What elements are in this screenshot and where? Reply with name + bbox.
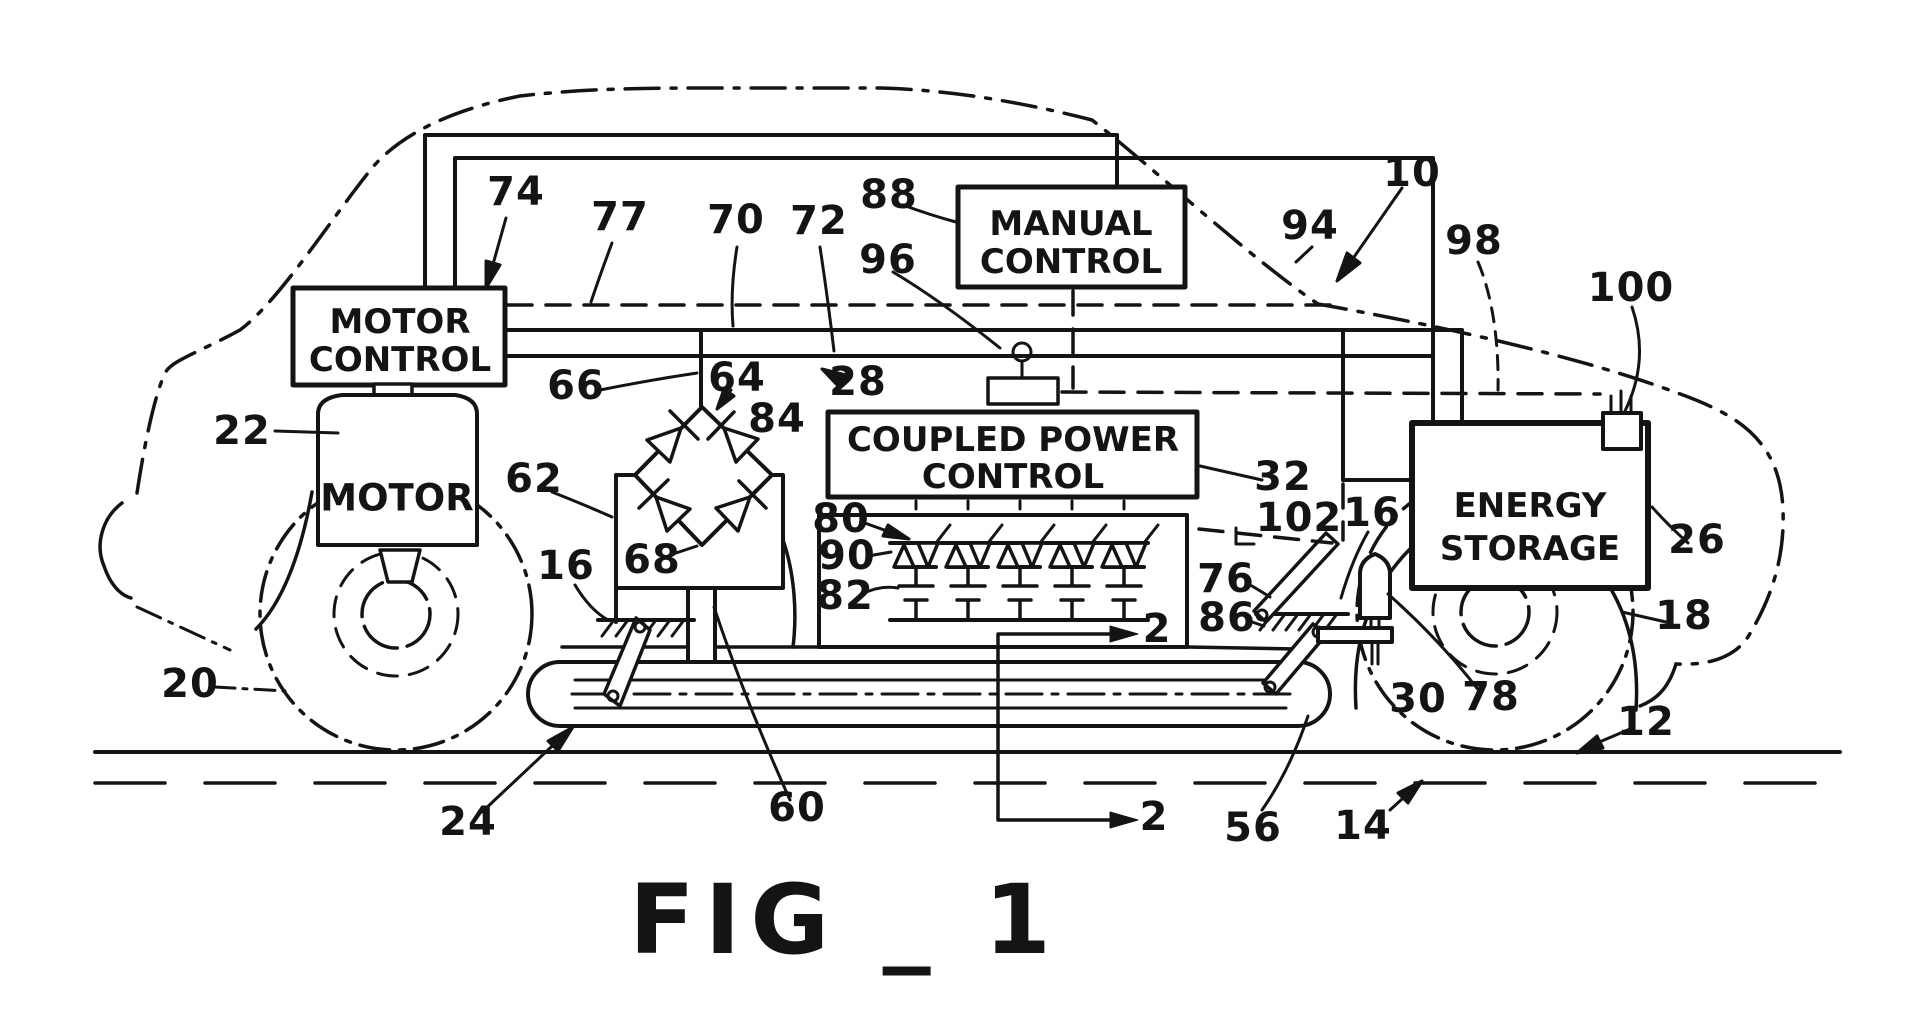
ref-label-18: 18	[1655, 593, 1713, 639]
section-line-2-2	[996, 625, 1139, 829]
energy-storage-label-line2: STORAGE	[1439, 529, 1621, 569]
ref-label-28: 28	[829, 359, 887, 405]
pickup-actuator-30	[1316, 552, 1394, 666]
thyristor-cell	[892, 499, 952, 622]
ref-label-64: 64	[708, 355, 766, 401]
ref-label-86: 86	[1198, 595, 1256, 641]
ref-label-16-rear: 16	[1343, 490, 1401, 536]
power-wiring	[423, 133, 1464, 482]
ref-label-14: 14	[1334, 803, 1392, 849]
ground-line	[93, 750, 1842, 785]
ref-label-16-front: 16	[537, 543, 595, 589]
ref-label-66: 66	[547, 363, 605, 409]
ref-label-2-lower: 2	[1139, 794, 1169, 840]
bridge-diode-icons	[637, 409, 768, 533]
coupled-power-control-box	[825, 409, 1200, 500]
ref-label-76: 76	[1197, 556, 1255, 602]
thyristor-cell	[996, 499, 1056, 622]
ref-label-2-upper: 2	[1142, 606, 1172, 652]
ref-label-98: 98	[1445, 218, 1503, 264]
ref-label-22: 22	[213, 408, 271, 454]
coupled-power-control-label-line1: COUPLED POWER	[846, 420, 1180, 460]
ref-label-10: 10	[1383, 150, 1441, 196]
control-wiring-dashed	[506, 289, 1602, 545]
ref-label-96: 96	[859, 237, 917, 283]
conductor-rail	[526, 634, 1332, 728]
thyristor-cell	[1048, 499, 1108, 622]
motor-label: MOTOR	[320, 476, 474, 520]
ref-label-24: 24	[439, 799, 497, 845]
figure-caption: FIG _ 1	[629, 864, 1061, 976]
motor-control-label-line1: MOTOR	[329, 302, 471, 342]
ref-label-80: 80	[812, 496, 870, 542]
ref-label-77: 77	[591, 194, 649, 240]
manual-control-label-line2: CONTROL	[979, 242, 1163, 282]
ref-label-102: 102	[1255, 495, 1343, 541]
thyristor-bank-cells	[888, 499, 1160, 622]
component-boxes	[290, 184, 1651, 649]
ref-label-60: 60	[768, 785, 826, 831]
thyristor-cell	[944, 499, 1004, 622]
motor-housing	[316, 393, 479, 547]
ref-label-12: 12	[1617, 699, 1675, 745]
ref-label-68: 68	[623, 537, 681, 583]
manual-control-label-line1: MANUAL	[989, 204, 1153, 244]
ref-label-94: 94	[1281, 203, 1339, 249]
leader-lines	[213, 186, 1690, 814]
control-knob-96	[986, 341, 1060, 406]
bridge-rectifier	[614, 405, 797, 664]
ref-label-32: 32	[1254, 454, 1312, 500]
ref-label-62: 62	[505, 456, 563, 502]
ref-label-30: 30	[1389, 676, 1447, 722]
manual-control-box	[955, 184, 1188, 290]
thyristor-cell	[1100, 499, 1160, 622]
left-pickup-lever	[602, 616, 652, 708]
ref-label-74: 74	[487, 169, 545, 215]
sensor-lead-98-dashed	[1476, 260, 1500, 392]
energy-storage-label-line1: ENERGY	[1453, 486, 1607, 526]
ref-label-72: 72	[790, 198, 848, 244]
ref-label-20: 20	[161, 661, 219, 707]
upper-right-lever	[1252, 531, 1340, 624]
ref-label-78: 78	[1462, 674, 1520, 720]
motor-shaft-hub	[378, 548, 422, 584]
ref-label-70: 70	[707, 197, 765, 243]
connector-100	[1601, 389, 1643, 451]
ref-label-56: 56	[1224, 805, 1282, 851]
coupled-power-control-label-line2: CONTROL	[921, 457, 1105, 497]
ref-label-90: 90	[818, 533, 876, 579]
ref-label-26: 26	[1668, 517, 1726, 563]
ref-label-84: 84	[748, 396, 806, 442]
ref-label-82: 82	[816, 573, 874, 619]
ref-label-100: 100	[1587, 265, 1675, 311]
ref-label-88: 88	[860, 172, 918, 218]
motor-control-label-line2: CONTROL	[308, 340, 492, 380]
